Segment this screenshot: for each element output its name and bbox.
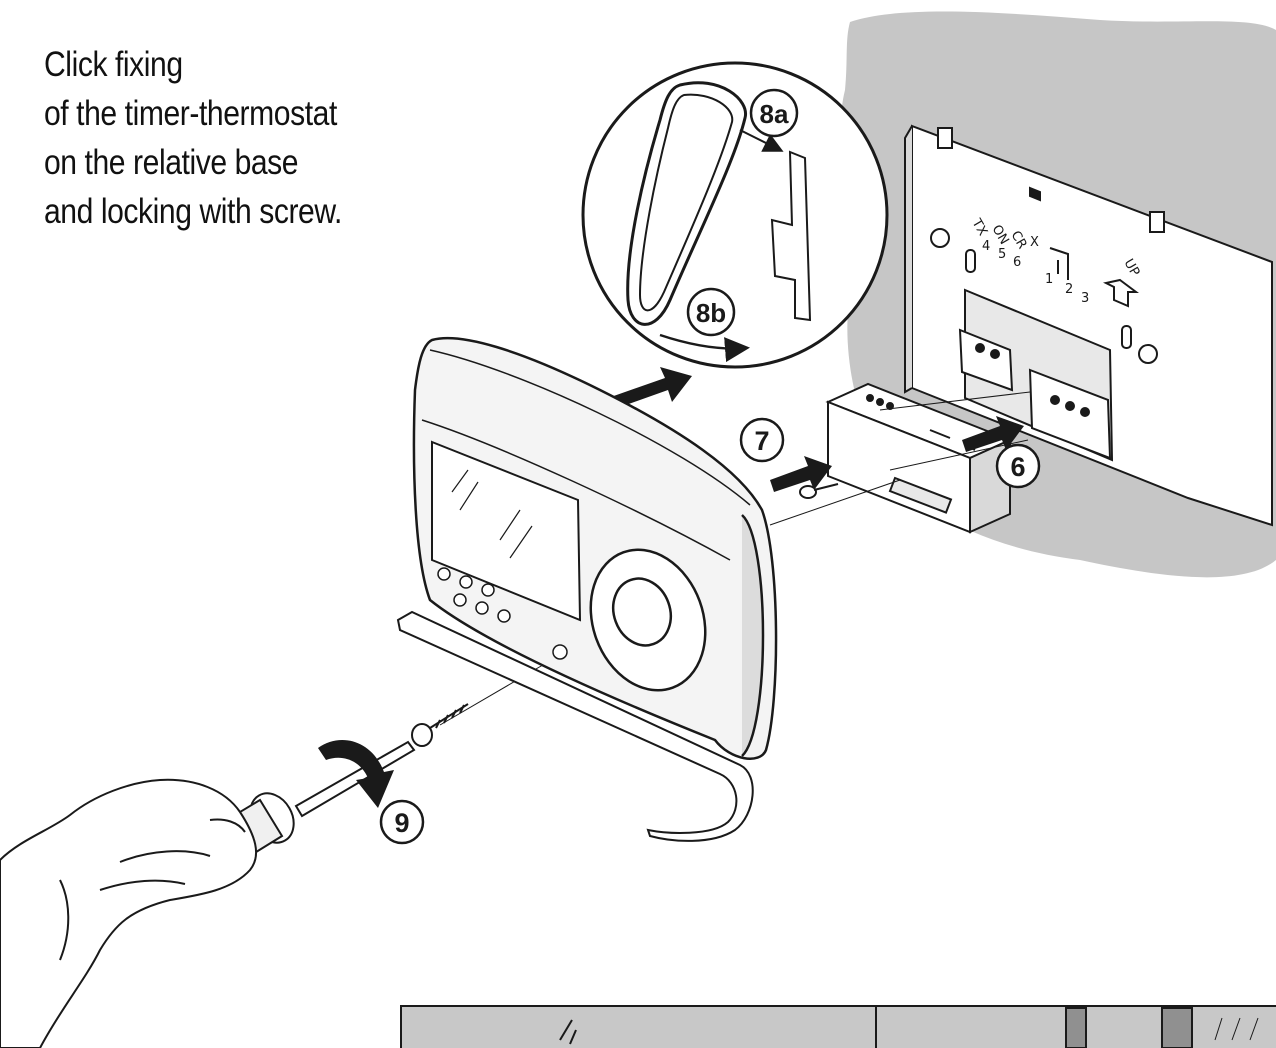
rotation-arrow (318, 740, 394, 808)
marking-3: 3 (1081, 291, 1089, 306)
caption-line-4: and locking with screw. (44, 192, 342, 231)
caption-line-1: Click fixing (44, 45, 183, 84)
step-label-7-text: 7 (754, 426, 769, 456)
step-label-8a-text: 8a (760, 99, 789, 129)
marking-5: 5 (998, 247, 1006, 262)
detail-magnifier (581, 61, 889, 369)
marking-1: 1 (1045, 272, 1053, 287)
fixing-screw (411, 703, 469, 747)
step-label-8b-text: 8b (696, 298, 726, 328)
push-arrow-6 (962, 416, 1024, 452)
caption-line-2: of the timer-thermostat (44, 94, 337, 133)
marking-4: 4 (982, 239, 990, 254)
step-label-7: 7 (739, 417, 785, 463)
step-label-9: 9 (379, 799, 425, 845)
step-label-6: 6 (995, 443, 1041, 489)
wall-base-plate (904, 124, 1273, 527)
caption-line-3: on the relative base (44, 143, 299, 182)
marking-2: 2 (1065, 282, 1073, 297)
step-label-8b: 8b (686, 287, 736, 337)
step-label-8a: 8a (749, 88, 799, 138)
instruction-caption: Click fixing of the timer-thermostat on … (44, 40, 390, 236)
mounting-bracket (396, 610, 754, 842)
marking-x: X (1030, 235, 1039, 250)
push-arrow-7 (770, 456, 832, 492)
next-step-panel (400, 1005, 1276, 1048)
marking-6: 6 (1013, 255, 1021, 270)
step-label-9-text: 9 (394, 808, 409, 838)
push-arrow-large (608, 367, 692, 410)
connector-screw (799, 483, 839, 499)
step-label-6-text: 6 (1010, 452, 1025, 482)
hand (0, 778, 258, 1048)
thermostat-body (412, 336, 778, 760)
